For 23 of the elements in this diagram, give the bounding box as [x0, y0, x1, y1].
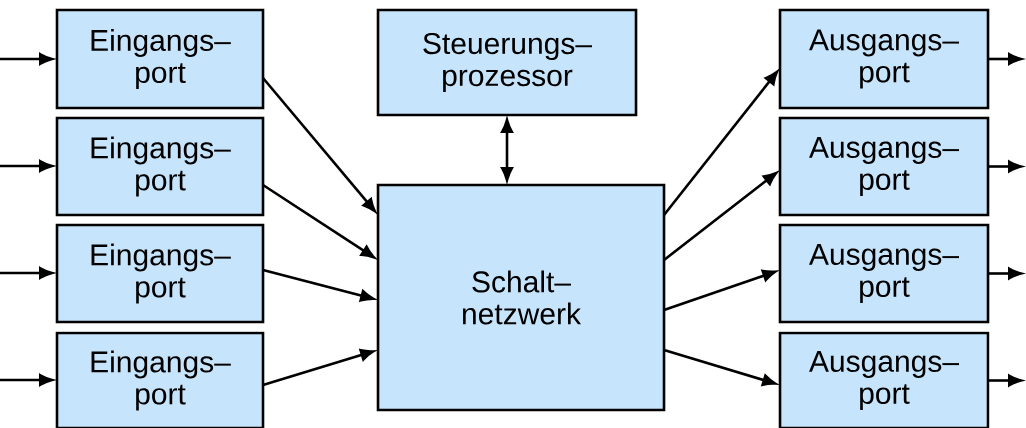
box: Eingangs– port — [55, 223, 265, 324]
arrow — [663, 171, 778, 262]
arrow — [262, 183, 375, 259]
arrow — [0, 267, 54, 279]
arrow — [663, 269, 777, 312]
arrow — [262, 349, 375, 387]
box: Schalt– netzwerk — [376, 183, 666, 412]
arrow — [501, 118, 513, 182]
box: Eingangs– port — [55, 8, 265, 110]
box: Eingangs– port — [55, 116, 265, 217]
box: Eingangs– port — [55, 331, 265, 428]
box: Ausgangs– port — [778, 8, 990, 110]
box: Ausgangs– port — [778, 116, 990, 217]
arrow — [663, 70, 779, 216]
arrow — [0, 374, 54, 386]
arrow — [262, 77, 376, 213]
box: Ausgangs– port — [778, 331, 990, 428]
arrow — [663, 348, 777, 386]
arrow — [0, 53, 54, 65]
box: Ausgangs– port — [778, 223, 990, 324]
arrow — [0, 160, 54, 172]
box: Steuerungs– prozessor — [376, 8, 638, 117]
arrow — [262, 268, 375, 302]
